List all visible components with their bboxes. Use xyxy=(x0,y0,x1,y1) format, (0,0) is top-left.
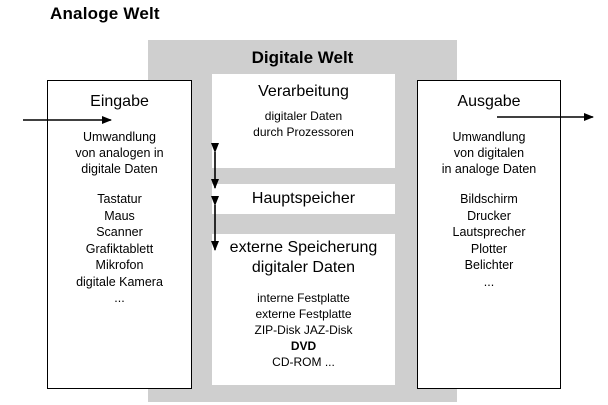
output-device-item: Bildschirm xyxy=(460,192,518,206)
input-description-line: digitale Daten xyxy=(81,162,158,176)
processing-heading: Verarbeitung xyxy=(258,83,349,100)
input-device-item: digitale Kamera xyxy=(76,274,163,289)
output-device-item: Belichter xyxy=(464,258,514,272)
processing-description: digitaler Daten durch Prozessoren xyxy=(212,108,395,140)
input-device-item: ... xyxy=(114,291,125,305)
input-description: Umwandlung von analogen in digitale Date… xyxy=(48,129,191,177)
external-storage-heading: externe Speicherung digitaler Daten xyxy=(212,238,395,278)
external-storage-item: interne Festplatte xyxy=(257,291,350,305)
input-device-list: Tastatur Maus Scanner Grafiktablett Mikr… xyxy=(48,191,191,307)
input-description-line: von analogen in xyxy=(75,146,164,160)
external-storage-item: CD-ROM ... xyxy=(272,355,335,369)
external-storage-list: interne Festplatte externe Festplatte ZI… xyxy=(212,290,395,370)
input-heading: Eingabe xyxy=(90,93,149,110)
external-storage-heading-line: externe Speicherung xyxy=(229,239,378,256)
output-description-line: Umwandlung xyxy=(452,130,526,144)
processing-box: Verarbeitung digitaler Daten durch Proze… xyxy=(212,74,395,168)
output-heading: Ausgabe xyxy=(457,93,521,110)
output-device-item: Plotter xyxy=(470,241,508,256)
main-memory-heading: Hauptspeicher xyxy=(251,190,356,207)
output-description: Umwandlung von digitalen in analoge Date… xyxy=(418,129,560,177)
output-device-item: Lautsprecher xyxy=(452,225,526,239)
external-storage-box: externe Speicherung digitaler Daten inte… xyxy=(212,234,395,385)
processing-description-line: digitaler Daten xyxy=(264,109,343,123)
output-device-item: Drucker xyxy=(467,208,511,223)
digital-world-title: Digitale Welt xyxy=(251,48,354,67)
output-device-item: ... xyxy=(483,274,495,289)
processing-description-line: durch Prozessoren xyxy=(253,125,354,139)
analog-world-title: Analoge Welt xyxy=(50,4,160,23)
external-storage-item: DVD xyxy=(290,339,317,353)
output-box: Ausgabe Umwandlung von digitalen in anal… xyxy=(417,80,561,389)
input-device-item: Tastatur xyxy=(97,192,142,206)
input-device-item: Scanner xyxy=(96,225,143,239)
external-storage-heading-line: digitaler Daten xyxy=(251,259,356,276)
input-device-item: Maus xyxy=(104,208,135,223)
input-description-line: Umwandlung xyxy=(83,130,156,144)
input-device-item: Mikrofon xyxy=(95,258,144,272)
output-device-list: Bildschirm Drucker Lautsprecher Plotter … xyxy=(418,191,560,290)
external-storage-item: ZIP-Disk JAZ-Disk xyxy=(254,323,353,337)
output-description-line: in analoge Daten xyxy=(441,162,537,176)
external-storage-item: externe Festplatte xyxy=(255,307,352,321)
input-device-item: Grafiktablett xyxy=(85,241,154,256)
main-memory-box: Hauptspeicher xyxy=(212,184,395,214)
input-box: Eingabe Umwandlung von analogen in digit… xyxy=(47,80,192,389)
output-description-line: von digitalen xyxy=(453,146,525,160)
